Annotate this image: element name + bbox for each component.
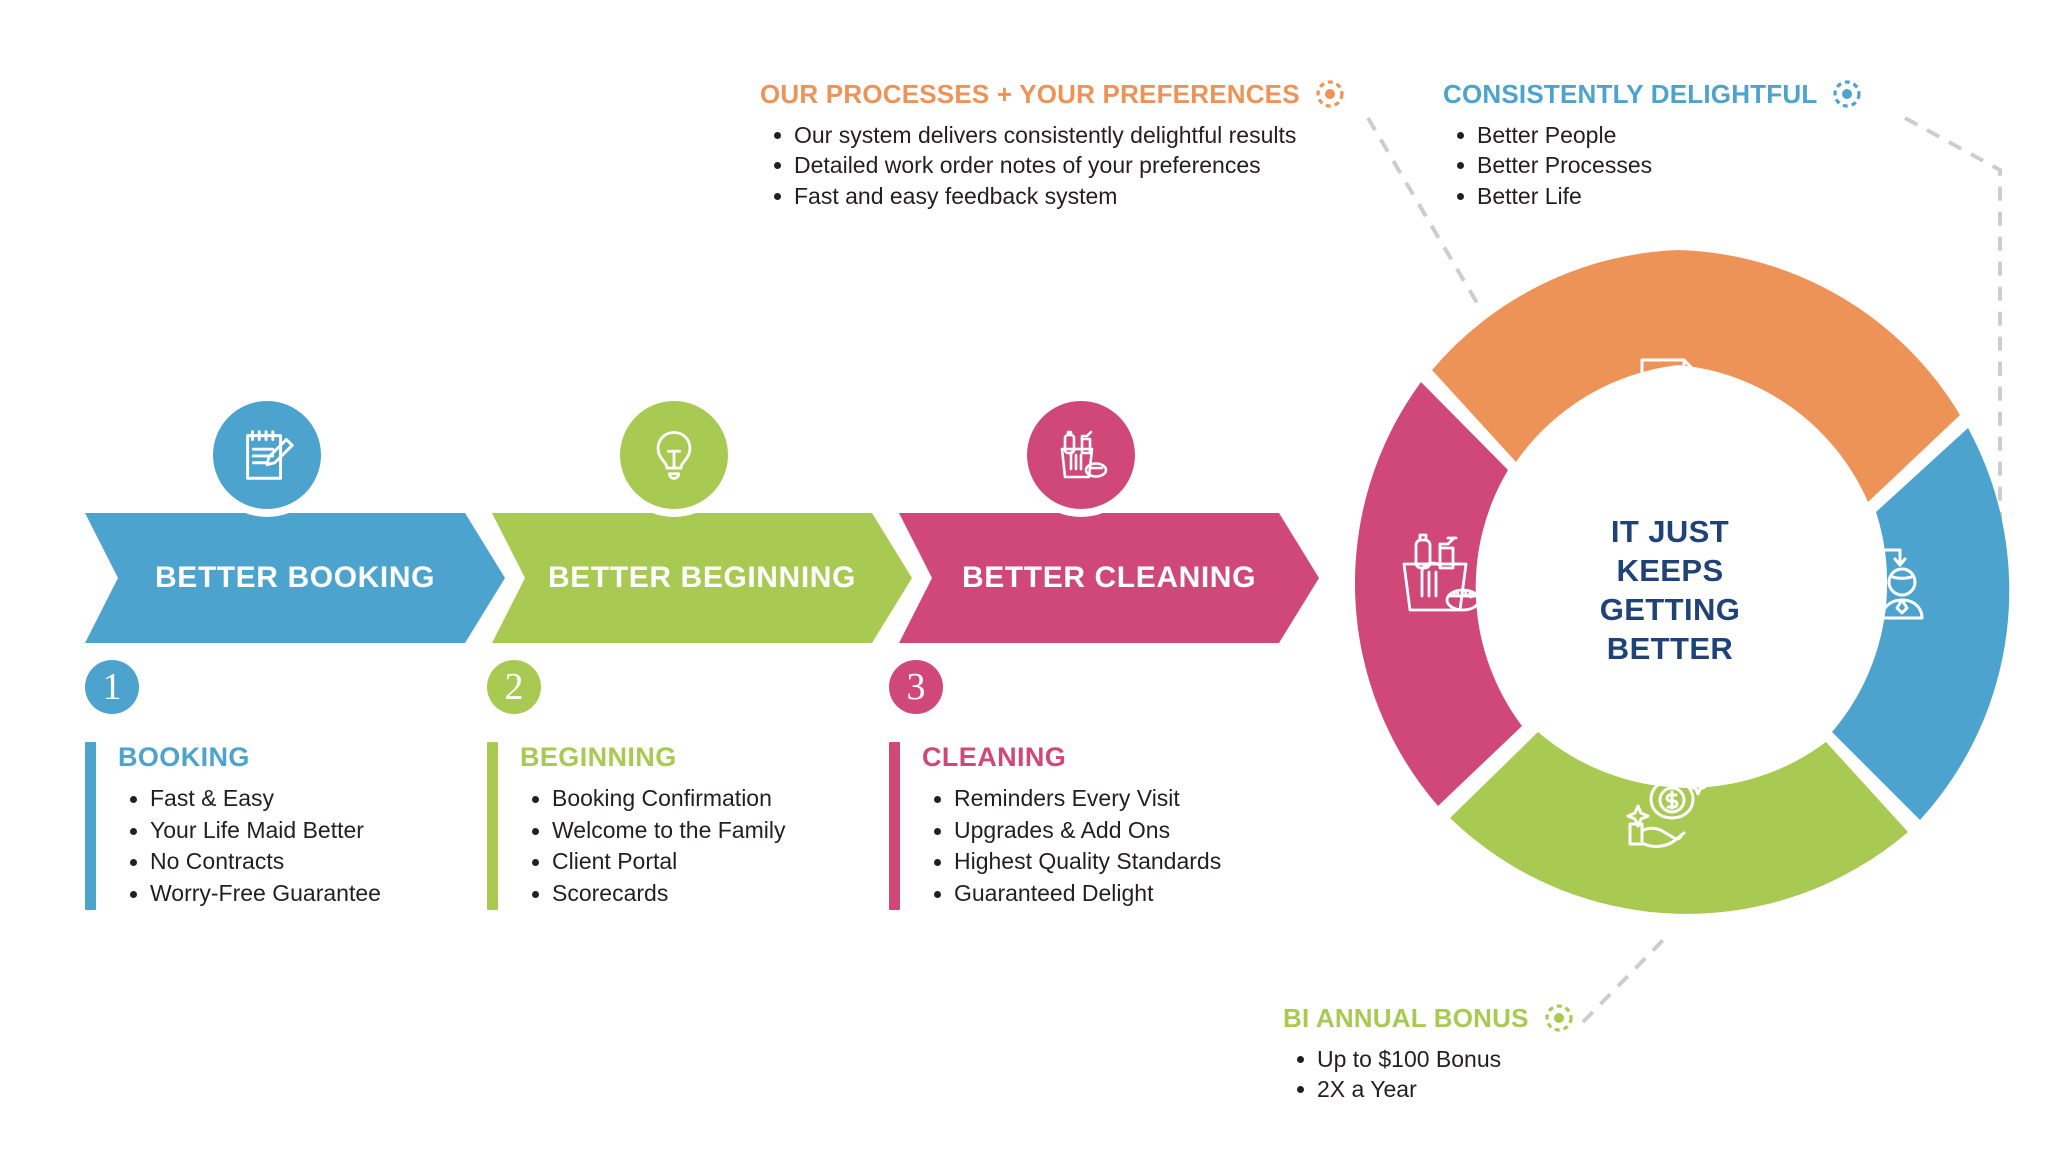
list-item: 2X a Year	[1283, 1074, 1575, 1104]
list-item: Reminders Every Visit	[922, 783, 1221, 815]
step-detail-block: BOOKING Fast & Easy Your Life Maid Bette…	[85, 742, 505, 910]
center-line: GETTING	[1599, 592, 1741, 627]
cycle-donut: IT JUST KEEPS GETTING BETTER	[1320, 240, 2020, 940]
list-item: Detailed work order notes of your prefer…	[760, 150, 1346, 180]
list-item: Better Life	[1443, 181, 1863, 211]
step-detail-list: Fast & Easy Your Life Maid Better No Con…	[118, 783, 381, 910]
list-item: Scorecards	[520, 878, 785, 910]
list-item: No Contracts	[118, 846, 381, 878]
step-detail-title: BEGINNING	[520, 742, 677, 772]
step-icon-circle-cleaning[interactable]	[1027, 401, 1135, 509]
step-number-badge: 1	[85, 660, 139, 714]
connector-green	[1581, 936, 1667, 1024]
notepad-pencil-icon	[246, 430, 294, 480]
center-line: BETTER	[1606, 631, 1734, 667]
list-item: Guaranteed Delight	[922, 878, 1221, 910]
callout-bi-annual-bonus: BI ANNUAL BONUS Up to $100 Bonus 2X a Ye…	[1283, 1002, 1575, 1105]
cleaning-bucket-sponge-icon	[1402, 533, 1481, 612]
checklist-document-icon	[1640, 358, 1700, 438]
list-item: Booking Confirmation	[520, 783, 785, 815]
cycle-center-text: IT JUST KEEPS GETTING BETTER	[1540, 512, 1800, 668]
chevron-shape	[492, 513, 912, 643]
callout-title: OUR PROCESSES + YOUR PREFERENCES	[760, 78, 1300, 109]
callout-header: CONSISTENTLY DELIGHTFUL	[1443, 78, 1863, 110]
step-detail-beginning: 2 BEGINNING Booking Confirmation Welcome…	[487, 660, 907, 910]
list-item: Up to $100 Bonus	[1283, 1044, 1575, 1074]
callout-title: CONSISTENTLY DELIGHTFUL	[1443, 78, 1818, 109]
list-item: Highest Quality Standards	[922, 846, 1221, 878]
accent-bar	[487, 742, 498, 910]
accent-bar	[85, 742, 96, 910]
list-item: Better Processes	[1443, 150, 1863, 180]
list-item: Our system delivers consistently delight…	[760, 120, 1346, 150]
step-banner-beginning[interactable]: BETTER BEGINNING	[492, 513, 912, 643]
callout-consistently-delightful: CONSISTENTLY DELIGHTFUL Better People Be…	[1443, 78, 1863, 211]
money-bag-hand-icon	[1626, 771, 1707, 848]
target-dot-icon	[1545, 1004, 1573, 1032]
list-item: Client Portal	[520, 846, 785, 878]
cleaning-caddy-icon	[1060, 430, 1108, 479]
callout-item-list: Up to $100 Bonus 2X a Year	[1283, 1044, 1575, 1105]
donut-center-disc	[1516, 436, 1824, 744]
lightbulb-icon	[656, 431, 692, 480]
step-banner-cleaning[interactable]: BETTER CLEANING	[899, 513, 1319, 643]
step-detail-block: BEGINNING Booking Confirmation Welcome t…	[487, 742, 907, 910]
callout-header: OUR PROCESSES + YOUR PREFERENCES	[760, 78, 1346, 110]
step-detail-block: CLEANING Reminders Every Visit Upgrades …	[889, 742, 1309, 910]
process-steps-banner: BETTER BOOKING BETTER BEGINNING	[0, 390, 1360, 720]
list-item: Upgrades & Add Ons	[922, 815, 1221, 847]
donut-segment-left[interactable]	[1354, 382, 1522, 806]
callout-item-list: Our system delivers consistently delight…	[760, 120, 1346, 211]
step-detail-list: Reminders Every Visit Upgrades & Add Ons…	[922, 783, 1221, 910]
donut-segment-top[interactable]	[1432, 250, 1960, 502]
step-number-badge: 2	[487, 660, 541, 714]
list-item: Better People	[1443, 120, 1863, 150]
step-icon-circle-beginning[interactable]	[620, 401, 728, 509]
step-detail-cleaning: 3 CLEANING Reminders Every Visit Upgrade…	[889, 660, 1309, 910]
center-line: KEEPS	[1616, 552, 1724, 588]
step-banner-booking[interactable]: BETTER BOOKING	[85, 513, 505, 643]
list-item: Your Life Maid Better	[118, 815, 381, 847]
donut-segments	[1354, 250, 2010, 914]
center-line: IT JUST	[1610, 513, 1730, 549]
step-number-badge: 3	[889, 660, 943, 714]
step-icon-circle-booking[interactable]	[213, 401, 321, 509]
callout-processes-preferences: OUR PROCESSES + YOUR PREFERENCES Our sys…	[760, 78, 1346, 211]
target-dot-icon	[1316, 80, 1344, 108]
step-detail-title: CLEANING	[922, 742, 1067, 772]
callout-header: BI ANNUAL BONUS	[1283, 1002, 1575, 1034]
step-detail-booking: 1 BOOKING Fast & Easy Your Life Maid Bet…	[85, 660, 505, 910]
donut-segment-bottom[interactable]	[1450, 732, 1908, 914]
list-item: Fast & Easy	[118, 783, 381, 815]
donut-segment-right[interactable]	[1832, 428, 2010, 820]
target-dot-icon	[1833, 80, 1862, 108]
chevron-shape	[85, 513, 505, 643]
list-item: Worry-Free Guarantee	[118, 878, 381, 910]
accent-bar	[889, 742, 900, 910]
callout-item-list: Better People Better Processes Better Li…	[1443, 120, 1863, 211]
chevron-shape	[899, 513, 1319, 643]
two-people-arrows-icon	[1838, 535, 1924, 620]
step-detail-title: BOOKING	[118, 742, 250, 772]
list-item: Fast and easy feedback system	[760, 181, 1346, 211]
callout-title: BI ANNUAL BONUS	[1283, 1002, 1529, 1033]
step-detail-list: Booking Confirmation Welcome to the Fami…	[520, 783, 785, 910]
list-item: Welcome to the Family	[520, 815, 785, 847]
